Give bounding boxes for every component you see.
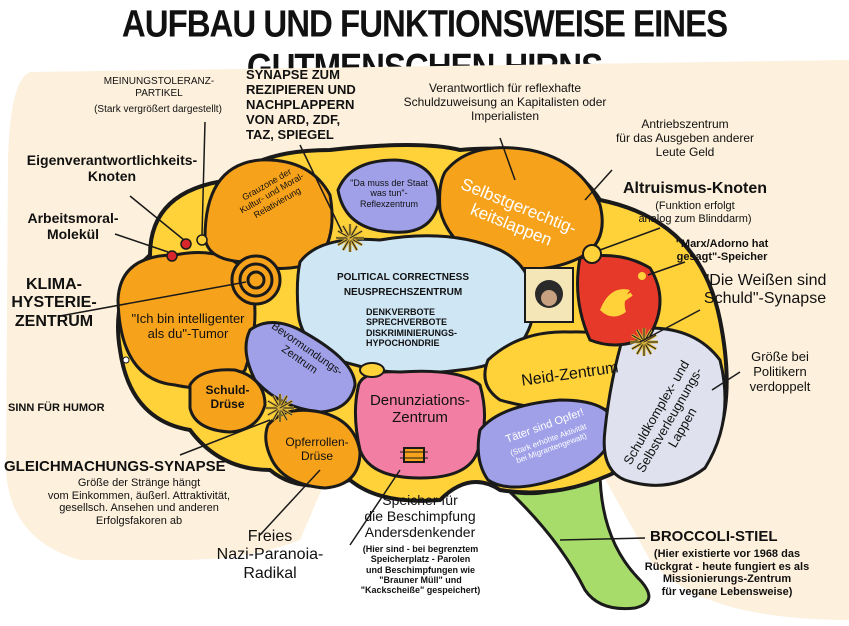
region-intelligenter-label: "Ich bin intelligenter als du"-Tumor xyxy=(131,311,245,341)
label-broccoli: BROCCOLI-STIEL xyxy=(650,528,778,545)
label-reflexhaft: Verantwortlich für reflexhafte Schuldzuw… xyxy=(403,81,607,123)
region-staat-shape xyxy=(336,158,440,234)
chip-icon xyxy=(400,447,428,463)
label-altruismus-note: (Funktion erfolgt analog zum Blinddarm) xyxy=(638,200,752,225)
region-neusprech-label: NEUSPRECHSZENTRUM xyxy=(343,287,463,298)
region-schuldkomplex-shape xyxy=(602,326,727,487)
region-staat-label: "Da muss der Staat was tun"- Reflexzentr… xyxy=(350,178,428,209)
meinungstoleranz-particle xyxy=(196,234,208,246)
synapse-burst xyxy=(266,394,294,422)
region-opferrolle-label: Opferrollen- Drüse xyxy=(285,435,349,463)
label-marx-adorno: "Marx/Adorno hat gesagt"-Speicher xyxy=(675,238,769,263)
label-synapse-ard: SYNAPSE ZUM REZIPIEREN UND NACHPLAPPERN … xyxy=(246,67,356,142)
synapse-group xyxy=(266,224,658,422)
spiral-icon xyxy=(230,254,282,306)
label-weissen-synapse: "Die Weißen sind Schuld"-Synapse xyxy=(703,272,827,308)
region-schulddruese-label: Schuld- Drüse xyxy=(205,383,250,411)
label-eigenverantwortlichkeit: Eigenverantwortlichkeits- Knoten xyxy=(26,152,198,185)
eigenverantwortlichkeit-node xyxy=(180,238,192,250)
neid-oval xyxy=(359,362,385,378)
region-selbstgerecht-shape xyxy=(438,146,604,271)
synapse-burst xyxy=(336,224,364,252)
label-freies-nazi: Freies Nazi-Paranoia- Radikal xyxy=(216,528,324,582)
label-klima: KLIMA- HYSTERIE- ZENTRUM xyxy=(11,276,97,330)
region-opferrolle-shape xyxy=(264,408,362,490)
label-arbeitsmoral: Arbeitsmoral- Molekül xyxy=(27,210,119,243)
label-speicher: Speicher für die Beschimpfung Andersdenk… xyxy=(364,492,476,541)
arbeitsmoral-molecule xyxy=(166,250,178,262)
label-speicher-note: (Hier sind - bei begrenztem Speicherplat… xyxy=(360,544,481,596)
label-groesse-politiker: Größe bei Politikern verdoppelt xyxy=(749,349,811,394)
hammer-sickle-icon xyxy=(600,272,646,317)
label-sinn-fuer-humor: SINN FÜR HUMOR xyxy=(8,402,105,414)
region-schuld-druese-shape xyxy=(188,368,267,434)
label-meinungstoleranz-note: (Stark vergrößert dargestellt) xyxy=(94,104,222,115)
region-pc-label: POLITICAL CORRECTNESS xyxy=(336,272,470,283)
label-antriebszentrum: Antriebszentrum für das Ausgeben anderer… xyxy=(615,117,755,159)
label-gleichmachung: GLEICHMACHUNGS-SYNAPSE xyxy=(4,458,226,475)
label-meinungstoleranz: MEINUNGSTOLERANZ- PARTIKEL xyxy=(103,76,215,99)
label-altruismus: Altruismus-Knoten xyxy=(623,180,767,197)
pointer-lines xyxy=(59,121,741,546)
altruismus-node xyxy=(582,244,602,264)
region-denunziation-label: Denunziations- Zentrum xyxy=(369,392,471,427)
region-verbote-label: DENKVERBOTE SPRECHVERBOTE DISKRIMINIERUN… xyxy=(366,307,458,349)
label-gleichmachung-note: Größe der Stränge hängt vom Einkommen, ä… xyxy=(47,477,231,527)
label-broccoli-note: (Hier existierte vor 1968 das Rückgrat -… xyxy=(644,548,810,598)
synapse-burst xyxy=(630,328,658,356)
sinn-fuer-humor-node xyxy=(122,356,130,364)
